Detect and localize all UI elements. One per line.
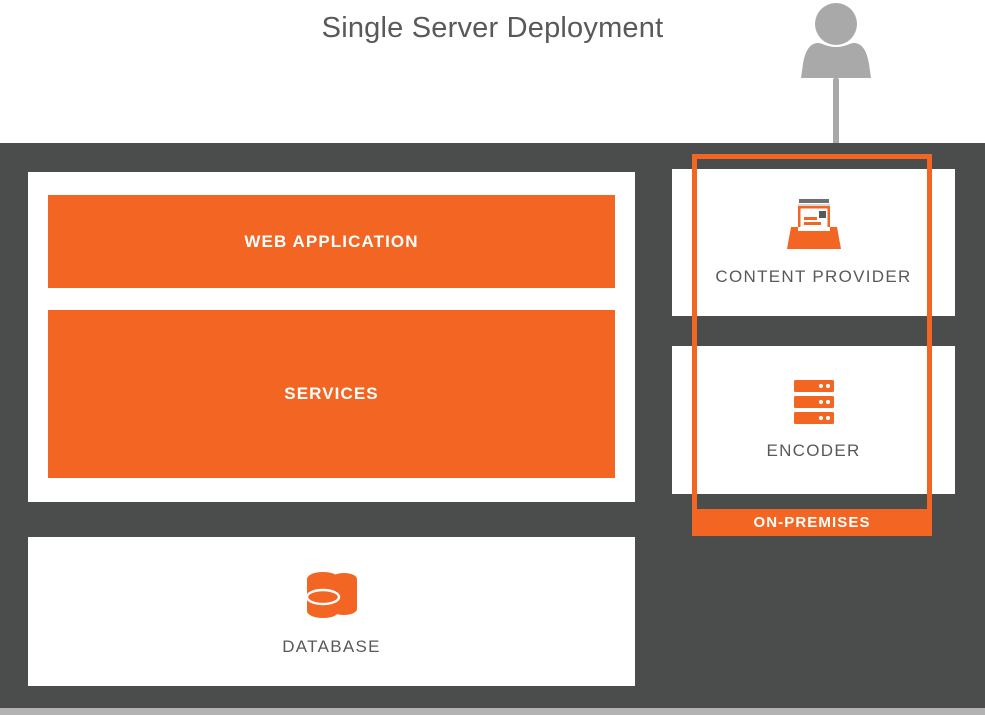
database-label: DATABASE	[282, 636, 381, 656]
services-block[interactable]: SERVICES	[48, 310, 615, 478]
encoder-card[interactable]: ENCODER	[672, 346, 955, 494]
database-card[interactable]: DATABASE	[28, 537, 635, 686]
on-premises-badge: ON-PREMISES	[692, 509, 932, 536]
on-premises-label: ON-PREMISES	[753, 514, 871, 531]
content-provider-label: CONTENT PROVIDER	[715, 266, 912, 286]
database-icon	[305, 571, 357, 618]
user-actor	[800, 2, 872, 82]
page-title-text: Single Server Deployment	[321, 12, 664, 44]
application-stack-card: WEB APPLICATION SERVICES	[28, 172, 635, 502]
footer-strip	[0, 708, 985, 715]
web-application-label: WEB APPLICATION	[244, 231, 419, 251]
user-icon	[801, 3, 871, 78]
inbox-document-icon	[786, 198, 841, 249]
actor-connector-dashed-line	[833, 78, 839, 145]
encoder-label: ENCODER	[766, 441, 861, 460]
web-application-block[interactable]: WEB APPLICATION	[48, 195, 615, 288]
content-provider-card[interactable]: CONTENT PROVIDER	[672, 169, 955, 316]
server-rack-icon	[793, 380, 834, 424]
page-title: Single Server Deployment	[0, 12, 985, 45]
services-label: SERVICES	[284, 384, 379, 403]
